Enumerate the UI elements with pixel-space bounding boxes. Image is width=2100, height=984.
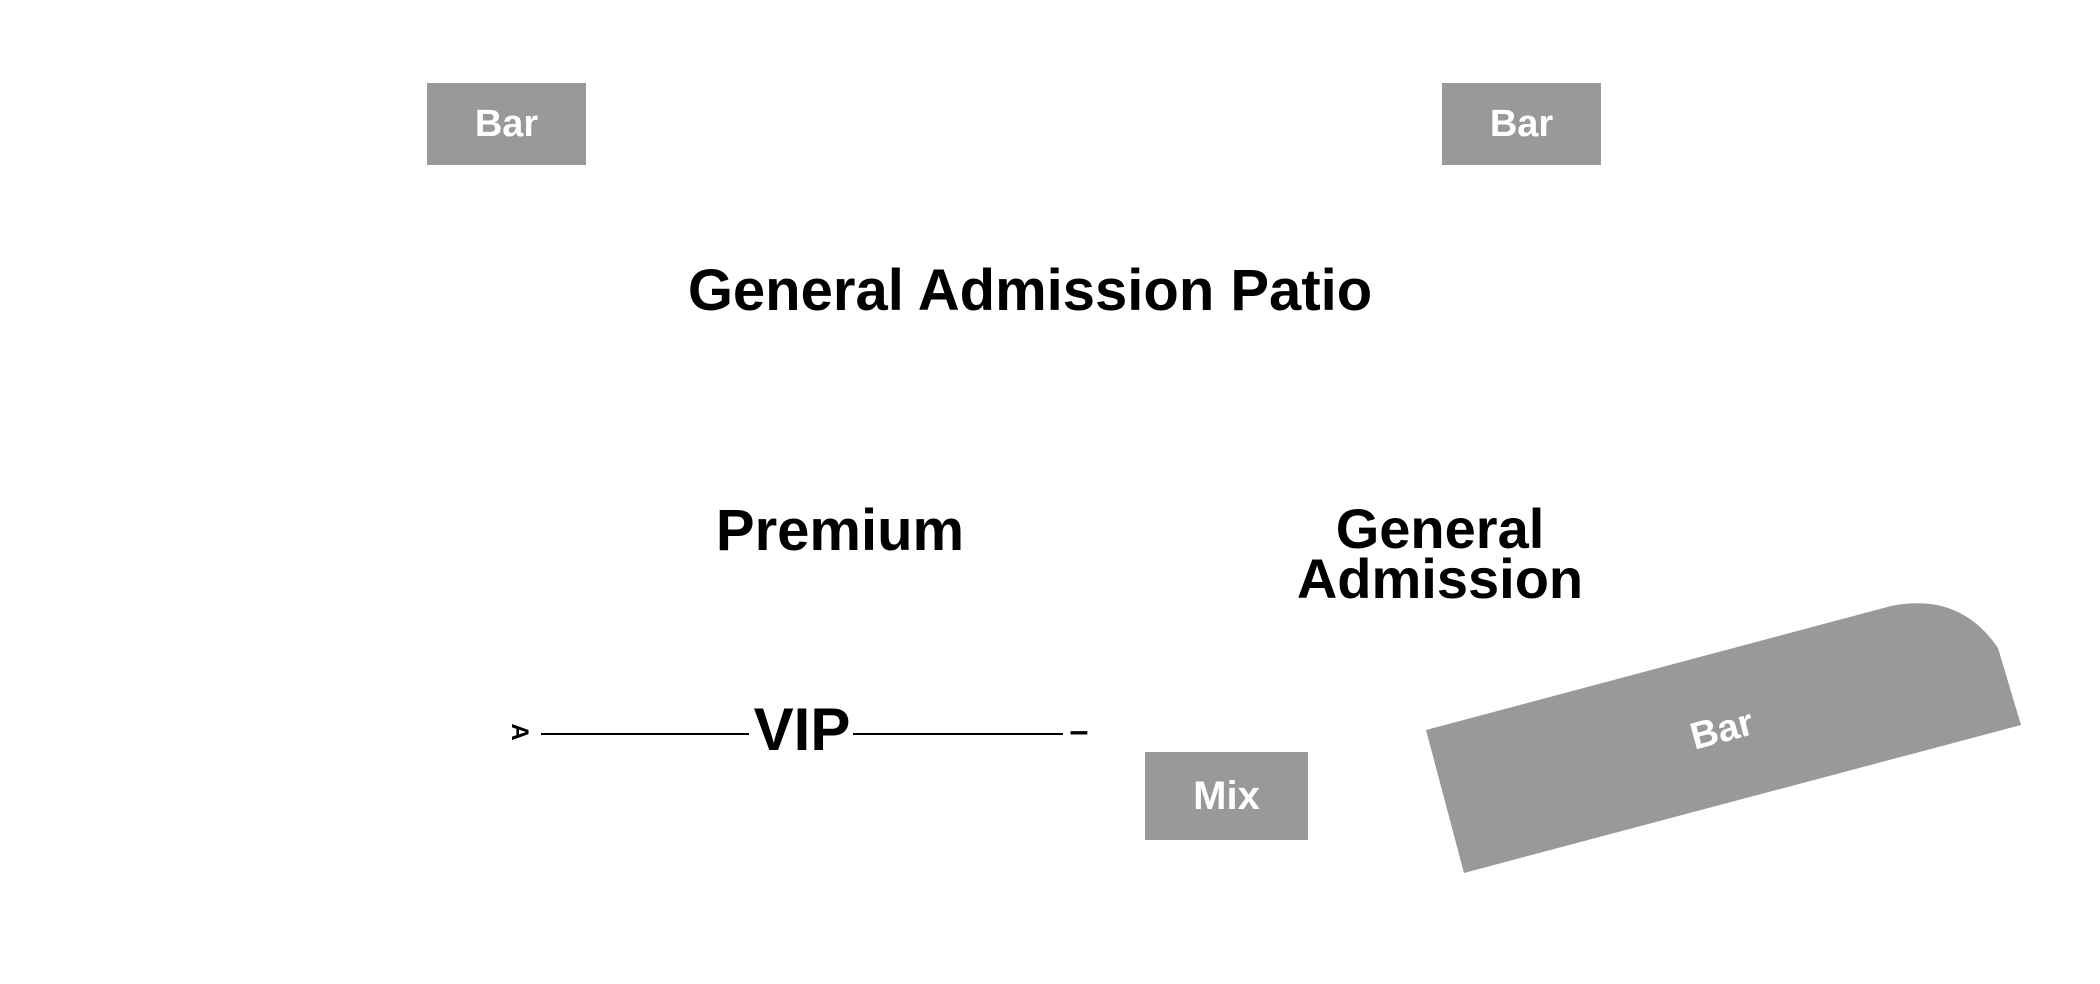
section-general-admission-line2: Admission <box>1296 547 1584 610</box>
stage-line-right <box>853 733 1063 735</box>
bar-top-left-label: Bar <box>474 102 539 145</box>
bar-top-right[interactable]: Bar <box>1442 83 1601 165</box>
section-vip[interactable]: VIP <box>752 700 852 760</box>
section-premium-label: Premium <box>715 498 965 563</box>
bar-top-left[interactable]: Bar <box>427 83 586 165</box>
section-general-admission-patio-label: General Admission Patio <box>687 258 1373 323</box>
bar-bottom-right-shape[interactable] <box>1426 603 2021 873</box>
section-vip-label: VIP <box>753 696 851 763</box>
section-general-admission-patio[interactable]: General Admission Patio <box>650 262 1410 320</box>
bar-top-right-label: Bar <box>1489 102 1554 145</box>
section-general-admission-line1: General <box>1335 497 1545 560</box>
stage-marker-right: – <box>1069 712 1089 750</box>
section-premium[interactable]: Premium <box>640 502 1040 560</box>
stage-line-left <box>541 733 749 735</box>
mix-position[interactable]: Mix <box>1145 752 1308 840</box>
section-general-admission[interactable]: General Admission <box>1240 497 1640 610</box>
mix-position-label: Mix <box>1193 773 1260 818</box>
